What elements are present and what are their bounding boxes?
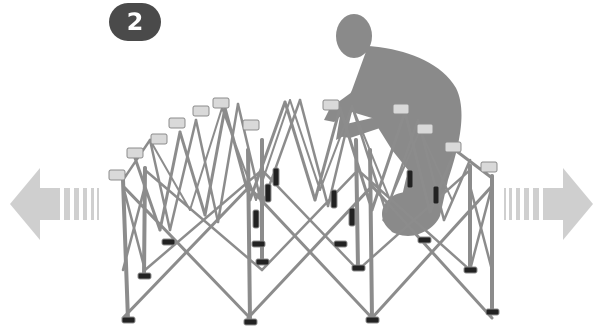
frame-bar xyxy=(290,100,320,190)
frame-lock-pin xyxy=(253,210,259,228)
frame-foot xyxy=(244,319,257,325)
frame-foot xyxy=(464,267,477,273)
frame-bar xyxy=(300,100,328,206)
frame-bar xyxy=(285,102,315,200)
frame-connector xyxy=(127,148,143,158)
frame-connector xyxy=(393,104,409,114)
frame-lock-pin xyxy=(433,186,439,204)
frame-connector xyxy=(481,162,497,172)
frame-connector xyxy=(213,98,229,108)
frame-lock-pin xyxy=(273,168,279,186)
frame-lock-pin xyxy=(265,184,271,202)
frame-connector xyxy=(151,134,167,144)
frame-foot xyxy=(138,273,151,279)
frame-foot xyxy=(366,317,379,323)
frame-foot xyxy=(418,237,431,243)
frame-foot xyxy=(352,265,365,271)
frame-foot xyxy=(334,241,347,247)
frame-bar xyxy=(248,150,250,322)
frame-foot xyxy=(256,259,269,265)
frame-foot xyxy=(486,309,499,315)
frame-connector xyxy=(193,106,209,116)
frame-lock-pin xyxy=(407,170,413,188)
expand-left-arrow-icon xyxy=(10,168,99,240)
frame-bar xyxy=(160,132,180,230)
frame-bar xyxy=(370,150,372,320)
frame-foot xyxy=(252,241,265,247)
frame-lock-pin xyxy=(349,208,355,226)
frame-connector xyxy=(323,100,339,110)
frame-connector xyxy=(417,124,433,134)
frame-connector xyxy=(109,170,125,180)
expand-right-arrow-icon xyxy=(504,168,593,240)
frame-connector xyxy=(243,120,259,130)
frame-foot xyxy=(122,317,135,323)
step-number: 2 xyxy=(109,3,161,41)
frame-connector xyxy=(445,142,461,152)
frame-foot xyxy=(162,239,175,245)
frame-lock-pin xyxy=(331,190,337,208)
frame-connector xyxy=(169,118,185,128)
